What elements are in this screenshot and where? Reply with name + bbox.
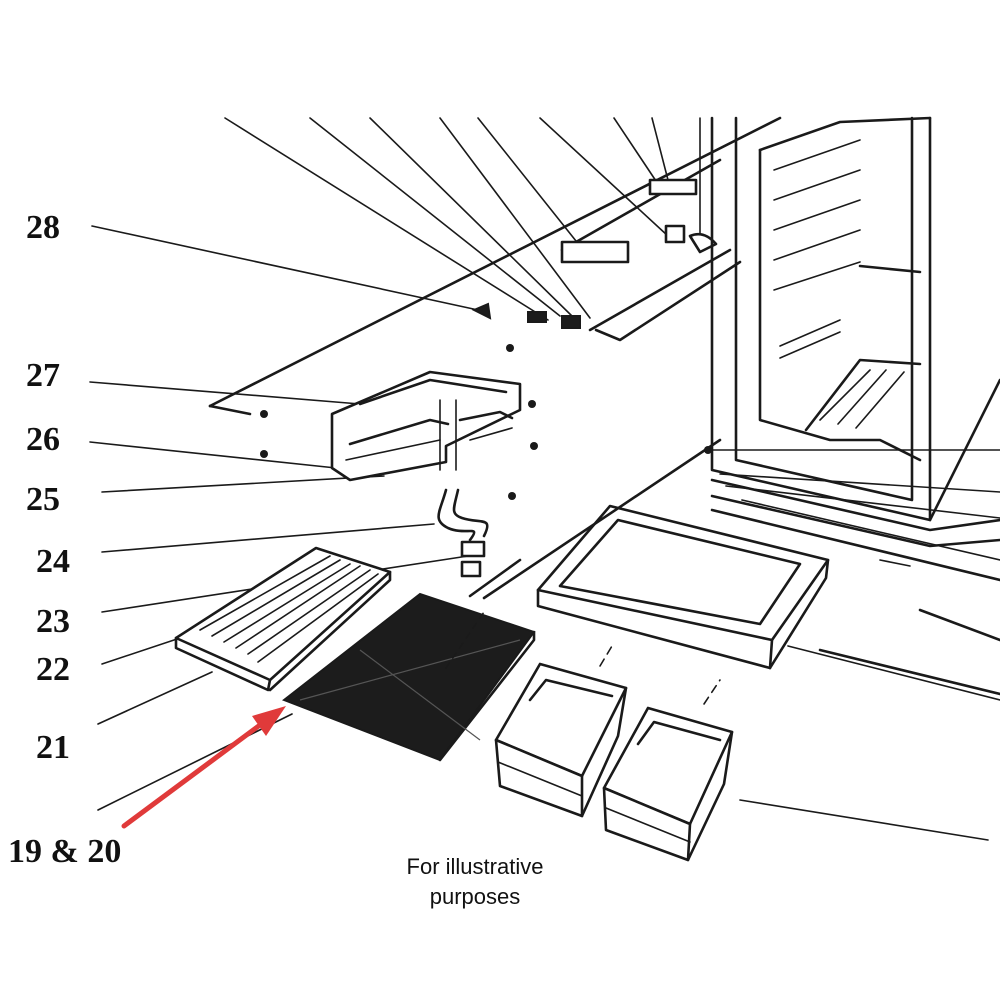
bin-guide-dashes — [445, 611, 721, 705]
pointer-arrow — [121, 706, 286, 829]
crisper-cover — [536, 504, 1000, 701]
callout-26: 26 — [26, 421, 60, 458]
caption-line-1: For illustrative — [406, 854, 544, 879]
control-housing — [330, 370, 522, 482]
caption-line-2: purposes — [429, 884, 521, 909]
callout-19-20: 19 & 20 — [8, 833, 121, 870]
callout-22: 22 — [36, 651, 70, 688]
fastener-dots — [260, 178, 718, 500]
wire-shelf — [174, 546, 392, 692]
glass-shelf — [281, 592, 536, 762]
callout-23: 23 — [36, 603, 70, 640]
callout-25: 25 — [26, 481, 60, 518]
upper-shelf — [208, 116, 782, 416]
drain-tube — [437, 488, 489, 578]
refrigerator-door — [710, 116, 1000, 582]
callout-21: 21 — [36, 729, 70, 766]
caption: For illustrative purposes — [355, 852, 595, 912]
callout-27: 27 — [26, 357, 60, 394]
callout-28: 28 — [26, 209, 60, 246]
crisper-bin-left — [494, 662, 628, 818]
crisper-bin-right — [602, 706, 734, 862]
callout-24: 24 — [36, 543, 70, 580]
cabinet-outline — [468, 438, 1000, 642]
